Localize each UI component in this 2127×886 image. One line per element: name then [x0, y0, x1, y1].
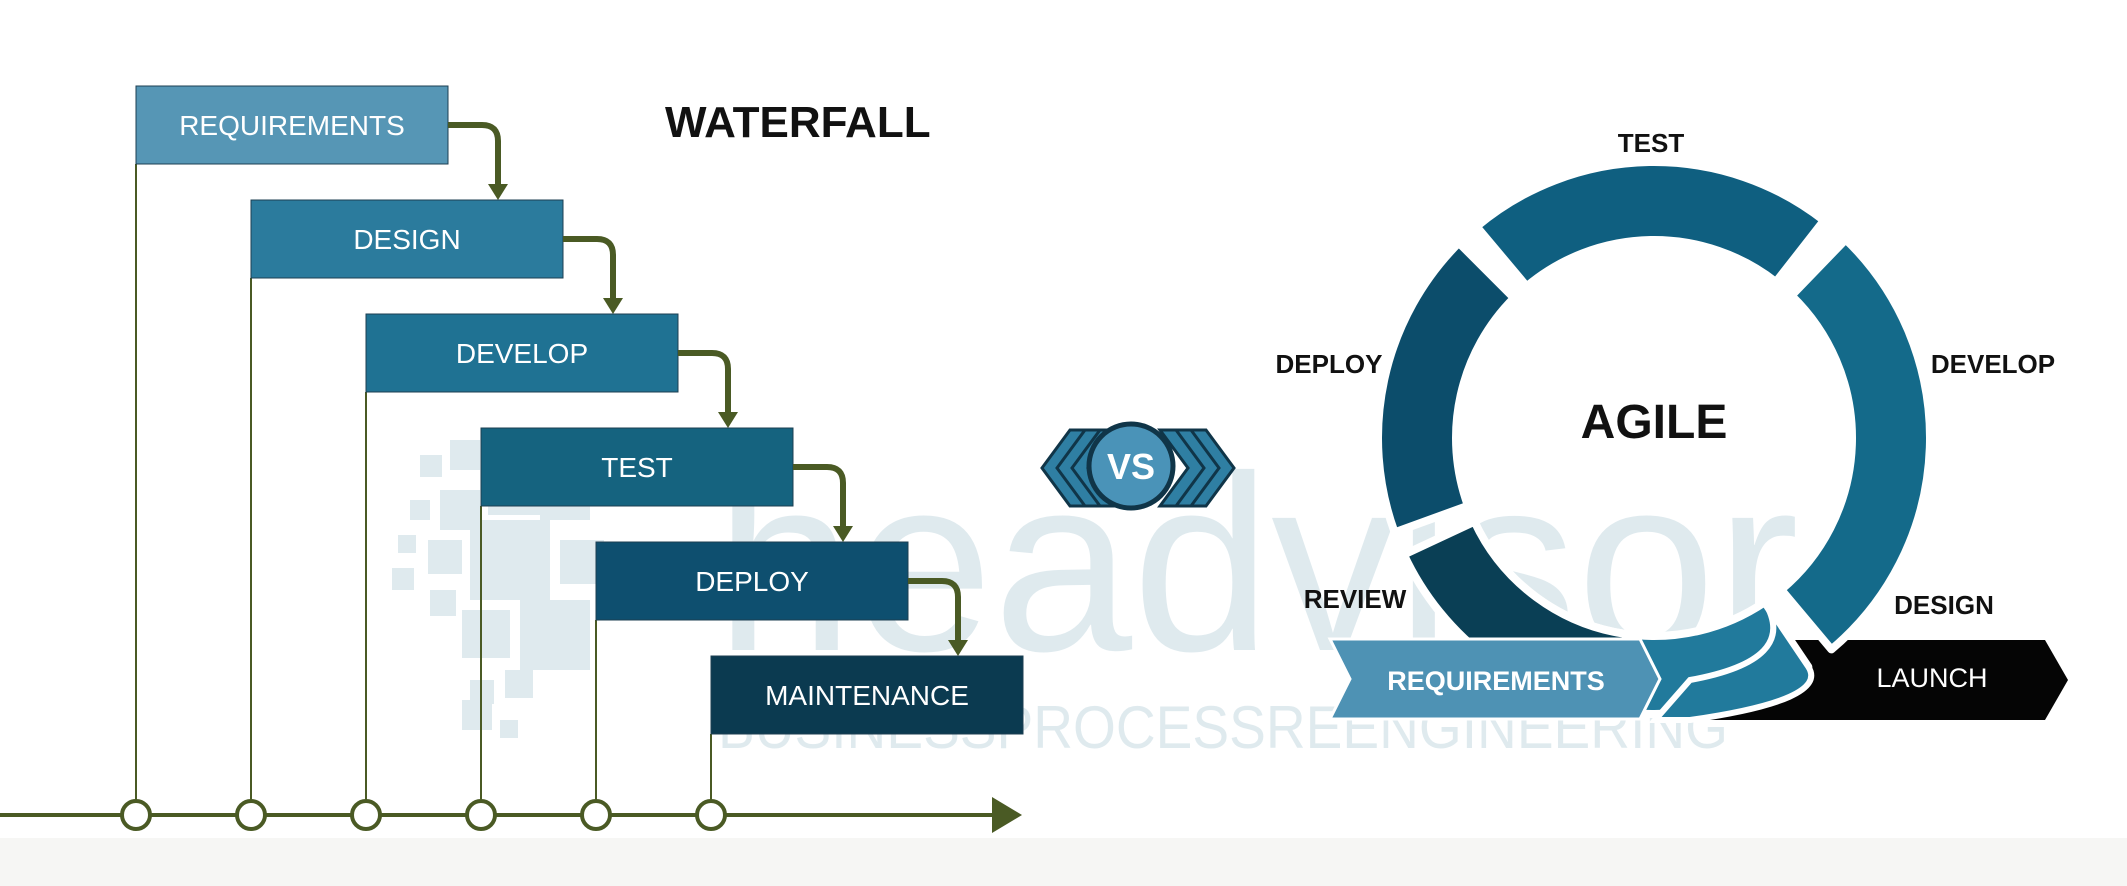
agile-cycle: LAUNCH REQUIREMENTS AGILE TEST DEVELOP D… — [1276, 128, 2068, 723]
waterfall-title: WATERFALL — [665, 98, 931, 147]
waterfall-step-box — [365, 313, 679, 393]
waterfall-step-box — [250, 199, 564, 279]
timeline-milestone — [695, 799, 727, 831]
timeline-arrowhead-icon — [992, 797, 1022, 833]
flow-arrow — [448, 122, 501, 186]
timeline-milestone — [235, 799, 267, 831]
waterfall-step-label: REQUIREMENTS — [179, 110, 405, 141]
bottom-band — [0, 838, 2127, 886]
flow-arrowhead-icon — [718, 412, 738, 428]
waterfall-step: DESIGN — [250, 199, 623, 314]
waterfall-step-label: DEVELOP — [456, 338, 588, 369]
waterfall-step-label: MAINTENANCE — [765, 680, 969, 711]
agile-center-label: AGILE — [1581, 396, 1728, 449]
agile-segment — [1373, 238, 1518, 537]
waterfall-step: TEST — [480, 427, 853, 542]
agile-launch-label: LAUNCH — [1876, 663, 1987, 693]
waterfall-step-box — [480, 427, 794, 507]
flow-arrow — [678, 350, 731, 414]
waterfall-step: REQUIREMENTS — [135, 85, 508, 200]
agile-label-review: REVIEW — [1304, 584, 1407, 614]
vs-badge: VS — [1040, 421, 1236, 511]
agile-segment — [1777, 235, 1934, 654]
agile-requirements-label: REQUIREMENTS — [1387, 666, 1605, 696]
flow-arrow — [793, 464, 846, 528]
agile-label-develop: DEVELOP — [1931, 349, 2055, 379]
timeline-milestone — [120, 799, 152, 831]
agile-label-design: DESIGN — [1894, 590, 1994, 620]
vs-label: VS — [1107, 446, 1155, 487]
timeline-milestone — [580, 799, 612, 831]
flow-arrowhead-icon — [603, 298, 623, 314]
waterfall-step: DEVELOP — [365, 313, 738, 428]
flow-arrow — [563, 236, 616, 300]
agile-design-tail — [1648, 600, 1815, 723]
waterfall-step-box — [710, 655, 1024, 735]
agile-label-test: TEST — [1618, 128, 1685, 158]
waterfall-step-label: TEST — [601, 452, 673, 483]
agile-requirements-arrow — [1327, 637, 1662, 721]
vs-circle — [1086, 421, 1176, 511]
right-chevrons-icon — [1157, 428, 1236, 508]
timeline-milestone — [465, 799, 497, 831]
waterfall-step-label: DEPLOY — [695, 566, 809, 597]
waterfall-timeline — [0, 164, 1022, 833]
waterfall-step: DEPLOY — [595, 541, 968, 656]
flow-arrow — [908, 578, 961, 642]
agile-segment — [1472, 158, 1828, 291]
waterfall-step: MAINTENANCE — [710, 655, 1024, 735]
flow-arrowhead-icon — [488, 184, 508, 200]
timeline-milestone — [350, 799, 382, 831]
flow-arrowhead-icon — [948, 640, 968, 656]
waterfall-steps: REQUIREMENTS DESIGN DEVELOP TEST DEPLOY MAINT… — [135, 85, 1024, 735]
waterfall-step-box — [135, 85, 449, 165]
agile-label-deploy: DEPLOY — [1276, 349, 1383, 379]
flow-arrowhead-icon — [833, 526, 853, 542]
waterfall-step-label: DESIGN — [353, 224, 460, 255]
